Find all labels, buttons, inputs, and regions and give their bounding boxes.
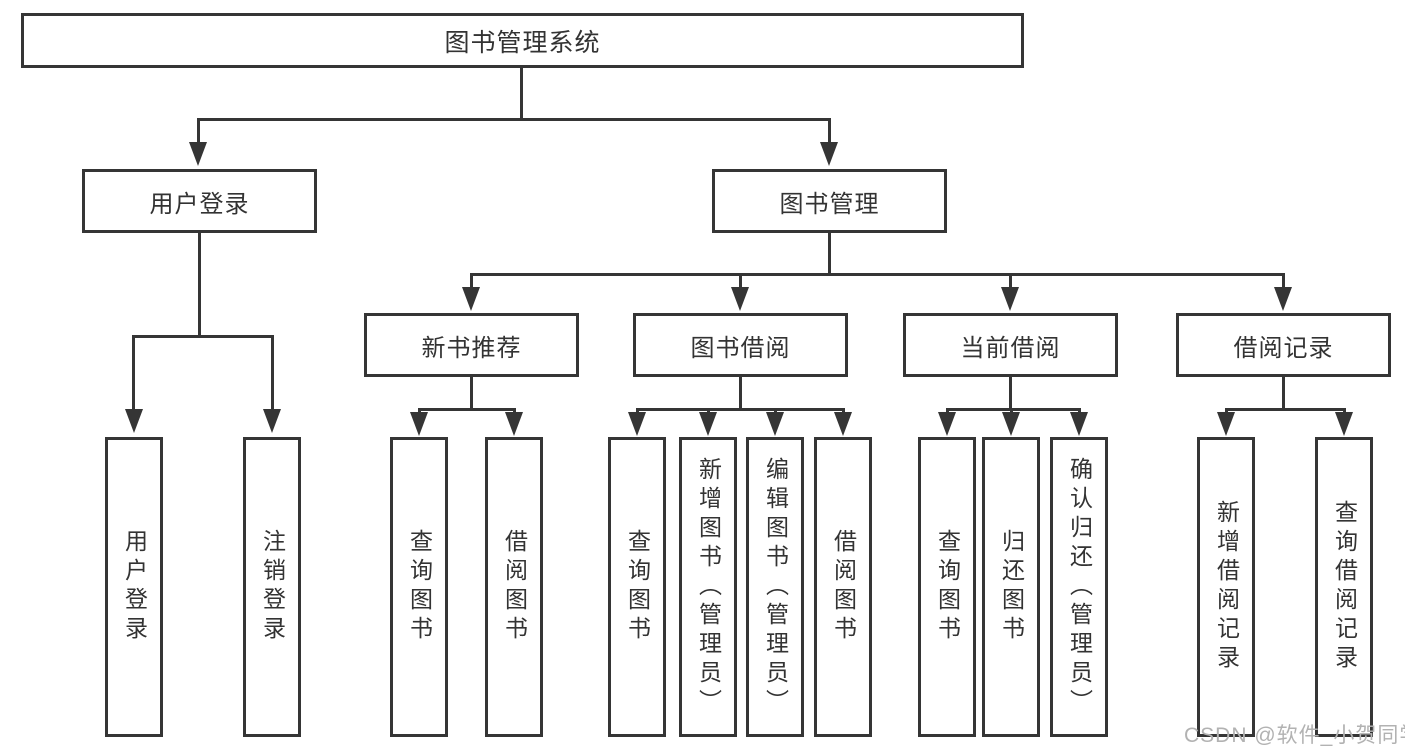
- leaf-label: 用户登录: [121, 529, 148, 645]
- arrow-down-icon: [699, 412, 717, 436]
- arrow-down-icon: [1274, 287, 1292, 311]
- leaf-add-books-admin: 新增图书（管理员）: [679, 437, 737, 737]
- arrow-down-icon: [1217, 412, 1235, 436]
- node-label: 图书借阅: [690, 334, 791, 362]
- connector-root-stub: [520, 68, 523, 118]
- node-label: 图书管理: [779, 190, 880, 218]
- csdn-watermark: CSDN @软件_小贺同学: [1184, 724, 1405, 747]
- node-label: 当前借阅: [960, 334, 1061, 362]
- connector-l3-shaft: [1009, 273, 1012, 289]
- leaf-label: 查询图书: [406, 529, 433, 645]
- leaf-label: 借阅图书: [830, 529, 857, 645]
- connector-group-branch: [1225, 408, 1346, 411]
- leaf-label: 借阅图书: [501, 529, 528, 645]
- connector-group-branch: [946, 408, 1080, 411]
- node-label: 新书推荐: [421, 334, 522, 362]
- connector-group-branch: [636, 408, 844, 411]
- node-new-book-recommend: 新书推荐: [364, 313, 579, 377]
- leaf-label: 归还图书: [998, 529, 1025, 645]
- connector-book-mgmt-branch: [470, 273, 1284, 276]
- connector-group-stub: [739, 377, 742, 410]
- connector-l3-shaft: [1282, 273, 1285, 289]
- node-user-login: 用户登录: [82, 169, 317, 233]
- leaf-query-books-recommend: 查询图书: [390, 437, 448, 737]
- node-borrowing-records: 借阅记录: [1176, 313, 1391, 377]
- leaf-label: 查询图书: [624, 529, 651, 645]
- leaf-add-borrow-record: 新增借阅记录: [1197, 437, 1255, 737]
- node-label: 用户登录: [149, 190, 250, 218]
- arrow-down-icon: [125, 409, 143, 433]
- arrow-down-icon: [938, 412, 956, 436]
- node-current-borrowing: 当前借阅: [903, 313, 1118, 377]
- connector-user-login-shaft: [197, 118, 200, 146]
- connector-group-stub: [470, 377, 473, 410]
- connector-l3-shaft: [470, 273, 473, 289]
- arrow-down-icon: [731, 287, 749, 311]
- leaf-query-books-current: 查询图书: [918, 437, 976, 737]
- leaf-borrow-books-borrowing: 借阅图书: [814, 437, 872, 737]
- connector-leaf-shaft: [132, 335, 135, 411]
- node-label: 图书管理系统: [444, 28, 601, 57]
- connector-user-login-branch: [133, 335, 273, 338]
- arrow-down-icon: [462, 287, 480, 311]
- leaf-label: 新增借阅记录: [1213, 500, 1240, 674]
- node-book-management: 图书管理: [712, 169, 947, 233]
- arrow-down-icon: [834, 412, 852, 436]
- arrow-down-icon: [1002, 412, 1020, 436]
- connector-book-mgmt-shaft: [828, 118, 831, 146]
- node-label: 借阅记录: [1233, 334, 1334, 362]
- arrow-down-icon: [1335, 412, 1353, 436]
- connector-group-stub: [1009, 377, 1012, 410]
- leaf-return-books: 归还图书: [982, 437, 1040, 737]
- connector-book-mgmt-stub: [828, 233, 831, 273]
- arrow-down-icon: [263, 409, 281, 433]
- arrow-down-icon: [189, 142, 207, 166]
- node-book-borrowing: 图书借阅: [633, 313, 848, 377]
- arrow-down-icon: [820, 142, 838, 166]
- leaf-query-borrow-record: 查询借阅记录: [1315, 437, 1373, 737]
- arrow-down-icon: [505, 412, 523, 436]
- arrow-down-icon: [766, 412, 784, 436]
- leaf-logout: 注销登录: [243, 437, 301, 737]
- leaf-confirm-return-admin: 确认归还（管理员）: [1050, 437, 1108, 737]
- leaf-label: 注销登录: [259, 529, 286, 645]
- leaf-label: 编辑图书（管理员）: [762, 456, 789, 718]
- leaf-label: 查询借阅记录: [1331, 500, 1358, 674]
- node-book-management-system: 图书管理系统: [21, 13, 1024, 68]
- leaf-edit-books-admin: 编辑图书（管理员）: [746, 437, 804, 737]
- leaf-query-books-borrowing: 查询图书: [608, 437, 666, 737]
- arrow-down-icon: [410, 412, 428, 436]
- connector-root-branch: [197, 118, 831, 121]
- leaf-label: 确认归还（管理员）: [1066, 456, 1093, 718]
- leaf-user-login: 用户登录: [105, 437, 163, 737]
- connector-group-stub: [1282, 377, 1285, 410]
- leaf-borrow-books-recommend: 借阅图书: [485, 437, 543, 737]
- leaf-label: 新增图书（管理员）: [695, 456, 722, 718]
- arrow-down-icon: [628, 412, 646, 436]
- arrow-down-icon: [1001, 287, 1019, 311]
- connector-group-branch: [418, 408, 515, 411]
- arrow-down-icon: [1070, 412, 1088, 436]
- connector-l3-shaft: [739, 273, 742, 289]
- connector-leaf-shaft: [271, 335, 274, 411]
- connector-user-login-stub: [198, 233, 201, 335]
- leaf-label: 查询图书: [934, 529, 961, 645]
